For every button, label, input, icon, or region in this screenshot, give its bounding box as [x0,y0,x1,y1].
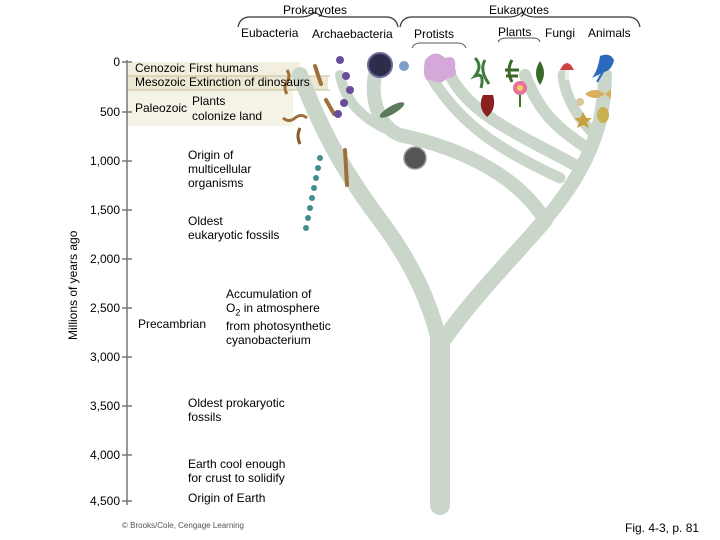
amoeba-icon [423,53,456,83]
rod-bacteria-icon [343,148,349,187]
plant-icon [536,61,544,85]
prokaryotic-fossils-note: Oldest prokaryotic fossils [188,396,285,424]
cocci-chain-icon [334,56,354,118]
spirochete-icon [296,127,302,145]
fungi-label: Fungi [545,26,576,40]
mesozoic-label: Mesozoic [135,75,186,89]
eukaryotes-label: Eukaryotes [489,3,550,17]
earth-cool-note: Earth cool enough for crust to solidify [188,457,286,485]
fish-icon [585,89,611,99]
rod-bacteria-icon [313,64,323,86]
cyanobacteria-filament-icon [303,155,323,231]
tick-label: 0 [113,55,120,69]
axis-ticks [122,61,132,502]
mesozoic-band [128,76,328,90]
tick-label: 2,500 [89,301,120,315]
animals-label: Animals [588,26,631,40]
y-axis-label: Millions of years ago [66,230,80,340]
cenozoic-label: Cenozoic [135,61,186,75]
tick-label: 1,000 [89,154,120,168]
tick-label: 1,500 [89,203,120,217]
tick-label: 4,000 [89,448,120,462]
bird-icon [592,54,614,83]
diatom-icon [379,102,405,118]
figure-caption: Fig. 4-3, p. 81 [625,521,700,535]
rod-bacteria-icon [324,98,336,116]
protists-label: Protists [414,27,455,41]
tick-label: 500 [99,105,120,119]
starfish-icon [574,112,592,128]
eukaryotes-bracket [399,11,641,28]
prokaryotes-label: Prokaryotes [283,3,348,17]
beetle-icon [597,107,609,123]
paleozoic-label: Paleozoic [135,101,188,115]
eukaryotic-fossils-note: Oldest eukaryotic fossils [188,214,280,242]
red-algae-icon [480,95,495,117]
fern-icon [505,59,519,83]
plants-label: Plants [498,25,532,39]
cenozoic-band [128,62,300,76]
multicellular-note: Origin of multicellular organisms [188,148,252,190]
seaweed-icon [470,56,491,89]
oxygen-accumulation-note: Accumulation of O2 in atmosphere from ph… [226,287,331,348]
diatom-icon [399,61,409,71]
protists-bracket [411,42,467,49]
fungi-sphere-icon [576,98,584,106]
prokaryotes-bracket [237,11,399,28]
tick-label: 3,500 [89,399,120,413]
flower-icon [513,81,527,107]
paleozoic-band [128,90,293,126]
mushroom-icon [560,63,574,80]
origin-of-earth-label: Origin of Earth [188,491,266,505]
copyright-credit: © Brooks/Cole, Cengage Learning [122,521,244,530]
eubacteria-label: Eubacteria [241,26,299,40]
tick-label: 2,000 [89,252,120,266]
plants-colonize-line2: colonize land [192,109,263,123]
organism-illustrations [282,52,614,231]
plants-bracket [497,37,541,43]
phylogenetic-tree [292,67,612,515]
tick-label: 3,000 [89,350,120,364]
archaebacteria-label: Archaebacteria [312,27,393,41]
tick-label: 4,500 [89,494,120,508]
extinction-label: Extinction of dinosaurs [189,75,310,89]
precambrian-label: Precambrian [138,317,207,331]
plants-colonize-line1: Plants [192,94,226,108]
protist-sphere-icon [403,146,427,170]
first-humans-label: First humans [189,61,259,75]
spirochete-icon [283,69,291,95]
archaea-sphere-icon [367,52,393,78]
spirochete-icon [282,114,308,122]
